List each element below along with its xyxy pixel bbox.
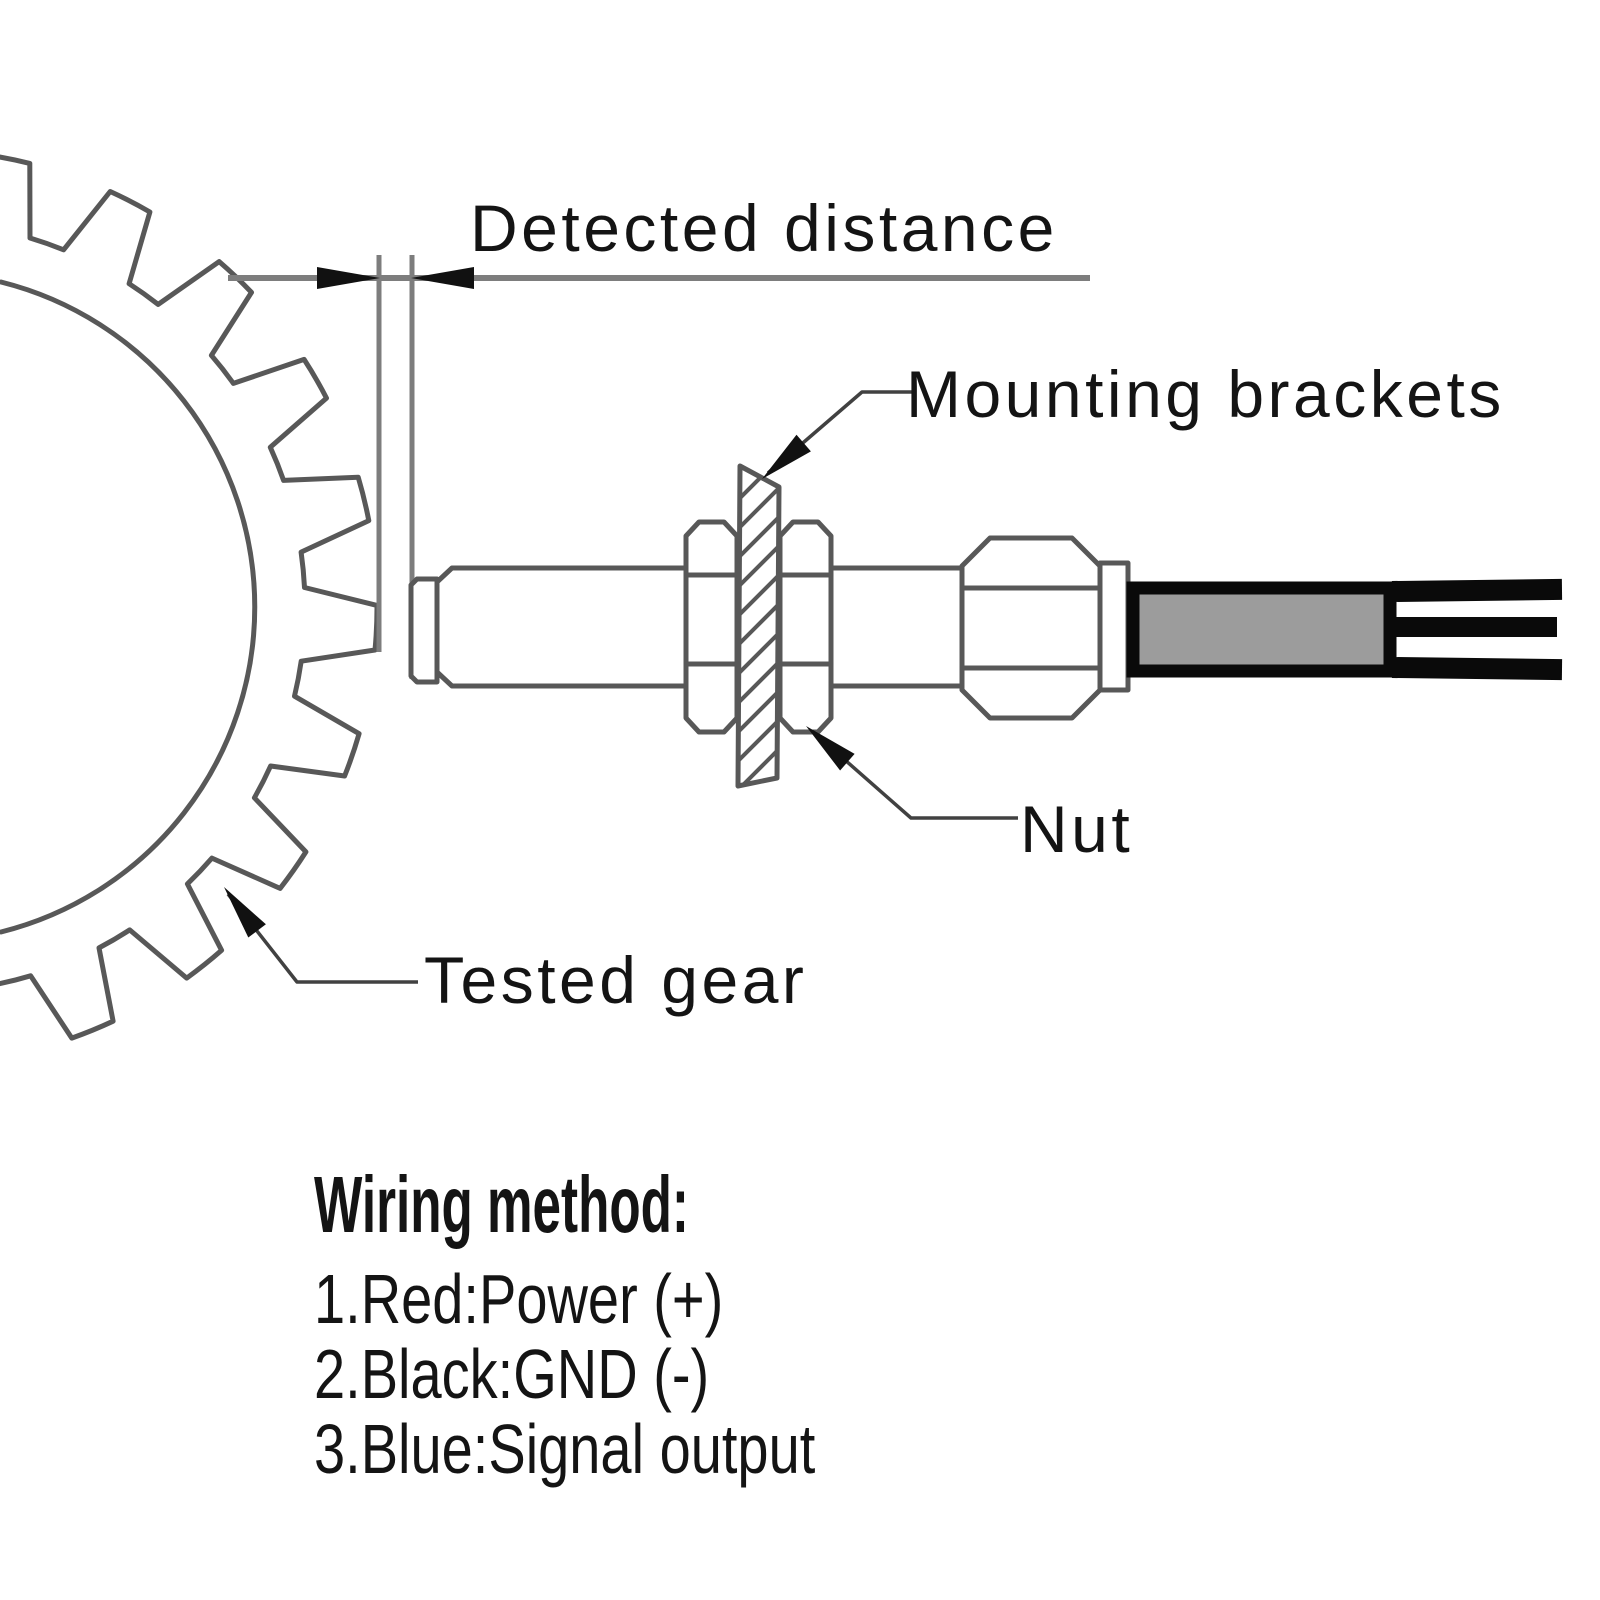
leader-tested-gear xyxy=(224,887,418,984)
wire-blue xyxy=(1391,657,1563,681)
cable-gland-drawing xyxy=(959,535,1131,721)
leader-nut xyxy=(806,726,1018,820)
nut-right-drawing xyxy=(777,519,834,735)
leader-line-nut xyxy=(810,729,1018,820)
leader-line-tested-gear xyxy=(226,892,418,984)
nut-left-outline xyxy=(683,519,740,735)
wiring-method-title: Wiring method: xyxy=(314,1160,689,1249)
wiring-item-black: 2.Black:GND (-) xyxy=(314,1335,710,1413)
leader-arrow-tested-gear-icon xyxy=(224,887,266,938)
tested-gear-drawing xyxy=(0,154,380,1041)
gland-collar xyxy=(1097,560,1131,693)
bracket-hatch-line xyxy=(738,705,779,773)
dimension-arrow-left-icon xyxy=(317,267,380,289)
nut-left-drawing xyxy=(683,519,740,735)
bracket-hatch-line xyxy=(738,734,779,786)
sensor-tip xyxy=(408,576,440,685)
nut-right-outline xyxy=(777,519,834,735)
leader-arrow-nut-icon xyxy=(806,726,855,771)
label-mounting-brackets: Mounting brackets xyxy=(906,357,1505,431)
wiring-method-block: Wiring method: 1.Red:Power (+) 2.Black:G… xyxy=(314,1162,941,1487)
wiring-item-blue: 3.Blue:Signal output xyxy=(314,1410,816,1488)
gear-rim-arc xyxy=(0,279,258,935)
dimension-arrow-right-icon xyxy=(411,267,474,289)
label-detected-distance: Detected distance xyxy=(470,191,1058,265)
wiring-item-red: 1.Red:Power (+) xyxy=(314,1260,724,1338)
cable-jacket xyxy=(1126,581,1397,678)
bracket-hatch-line xyxy=(738,676,779,744)
gland-hex-outline xyxy=(959,535,1103,721)
bracket-hatch-line xyxy=(728,388,792,452)
wire-red xyxy=(1391,578,1563,602)
wire-black xyxy=(1392,617,1557,637)
leader-mounting-brackets xyxy=(762,390,916,479)
wiring-method-list: 1.Red:Power (+) 2.Black:GND (-) 3.Blue:S… xyxy=(314,1262,941,1487)
leader-arrow-mounting-brackets-icon xyxy=(762,434,811,479)
gear-teeth-outline xyxy=(0,154,380,1041)
label-tested-gear: Tested gear xyxy=(424,943,808,1017)
label-nut: Nut xyxy=(1020,792,1134,866)
